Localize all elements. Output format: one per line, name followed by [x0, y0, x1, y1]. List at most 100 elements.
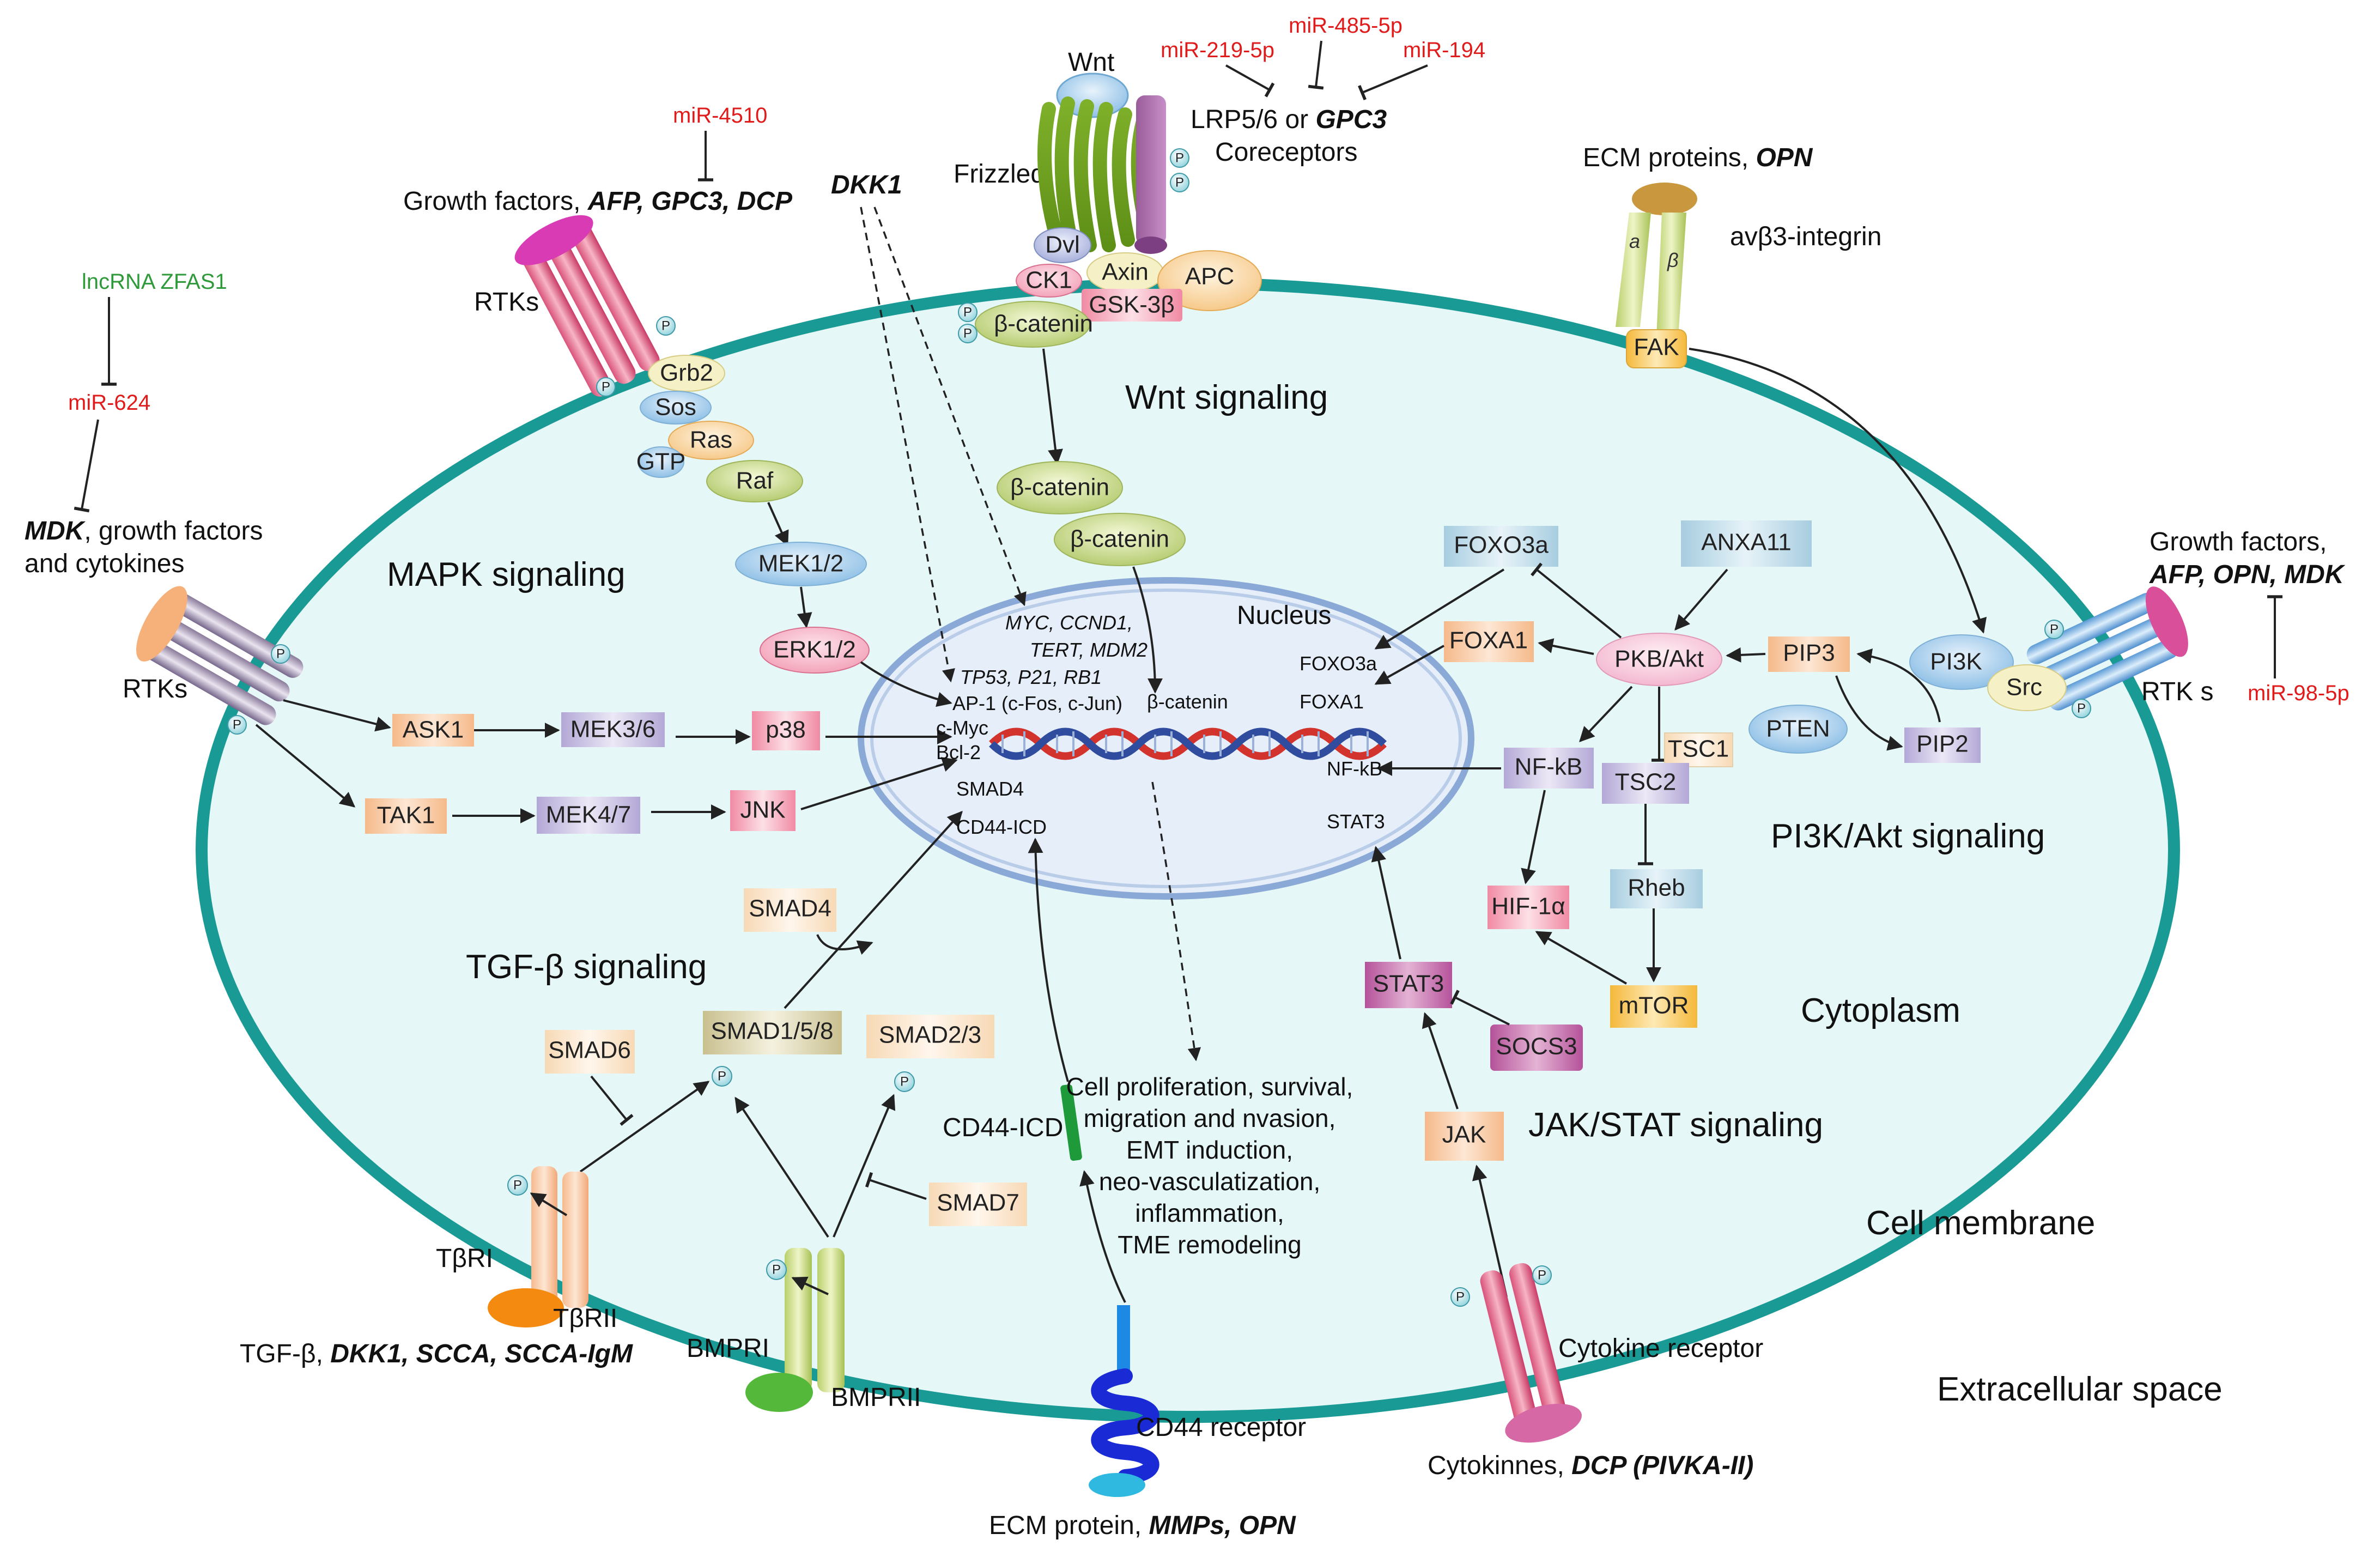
phospho-rtk-left-1 [271, 644, 290, 664]
pip2-to-pip3-arrow [1856, 648, 1941, 723]
cd44-icd-fragment [1060, 1084, 1082, 1161]
smad7-inhibition [865, 1172, 927, 1200]
smad158-box [703, 1011, 842, 1054]
outcome-line: Cell proliferation, survival, [1066, 1072, 1353, 1101]
tgfb-pathway-title: TGF-β signaling [466, 948, 707, 986]
mek47-label: MEK4/7 [546, 802, 632, 828]
cd44-receptor-coil [1091, 1368, 1159, 1484]
mir219-inhibition [1225, 64, 1275, 98]
rtks-top-label: RTKs [474, 288, 539, 317]
pten-label: PTEN [1766, 716, 1830, 742]
rtk-to-tak1-arrow [255, 724, 356, 808]
smad23-box [866, 1015, 994, 1058]
grb2-label: Grb2 [660, 360, 713, 386]
frizzled-receptor [1037, 96, 1154, 252]
raf-node [706, 460, 803, 502]
anxa11-label: ANXA11 [1701, 529, 1792, 556]
phospho-rtk-right-2 [2072, 699, 2091, 718]
tsc2-label: TSC2 [1615, 769, 1676, 796]
mirna-98-label: miR-98-5p [2248, 681, 2349, 705]
wnt-ligand-label: Wnt [1068, 48, 1114, 77]
nuc-targets-line1: MYC, CCND1, [1005, 611, 1133, 634]
erk12-label: ERK1/2 [773, 636, 856, 663]
akt-to-nfkb-arrow [1579, 686, 1633, 743]
mek36-box [561, 712, 665, 747]
ck1-label: CK1 [1025, 267, 1072, 294]
dkk1-top-label: DKK1 [831, 171, 902, 199]
integrin-label: avβ3-integrin [1730, 222, 1881, 251]
jak-pathway-title: JAK/STAT signaling [1528, 1106, 1823, 1144]
tbr-to-smad158-arrow [579, 1081, 710, 1173]
afp-opn-mdk-label: AFP, OPN, MDK [2149, 560, 2346, 589]
bcatenin-cyto-node [975, 301, 1090, 348]
gtp-node [638, 446, 684, 478]
phospho-cytokine-2-label: P [1538, 1268, 1546, 1282]
ask1-label: ASK1 [403, 717, 464, 743]
cytoplasm-label: Cytoplasm [1801, 992, 1960, 1029]
smad4-label: SMAD4 [749, 895, 831, 922]
rtk-receptor-left [136, 586, 303, 725]
phospho-smad23-label: P [900, 1074, 909, 1089]
p38-label: p38 [766, 717, 805, 743]
mek47-box [537, 797, 640, 834]
lrp-coreceptor [1136, 95, 1166, 245]
lrp-gpc3-label: LRP5/6 or GPC3 [1191, 105, 1387, 134]
tgfb-ligand-label: TGF-β, DKK1, SCCA, SCCA-IgM [240, 1339, 633, 1368]
phospho-bcat-1-label: P [963, 305, 972, 319]
mirna-4510-label: miR-4510 [673, 104, 767, 128]
jak-to-stat3-arrow [1422, 1012, 1459, 1110]
nucleus [858, 577, 1474, 900]
ask1-box [392, 714, 474, 747]
nuc-foxo3a: FOXO3a [1300, 652, 1377, 675]
tsc1-box [1664, 732, 1733, 767]
phospho-tbr [507, 1175, 528, 1196]
raf-label: Raf [736, 468, 774, 494]
fak-to-pi3k-arrow [1689, 348, 1987, 634]
bmpr-internal-arrow [791, 1276, 829, 1295]
pi3k-pathway-title: PI3K/Akt signaling [1771, 817, 2045, 855]
ecm-opn-label: ECM proteins, OPN [1583, 143, 1813, 172]
hif1a-label: HIF-1α [1491, 893, 1565, 920]
mek-to-erk-arrow [797, 586, 812, 628]
lrp-coreceptor-cap [1134, 237, 1167, 254]
smad7-label: SMAD7 [937, 1190, 1019, 1216]
phospho-rtk-top-1-label: P [661, 318, 670, 333]
foxa1-box [1444, 621, 1534, 662]
smad6-box [545, 1030, 635, 1074]
hif1a-box [1487, 886, 1569, 929]
tgfb-receptor [488, 1166, 588, 1327]
tak1-box [365, 798, 447, 834]
p38-box [752, 711, 820, 750]
cd44-receptor-label: CD44 receptor [1136, 1413, 1306, 1442]
tbr-internal-arrow [530, 1192, 568, 1216]
pten-node [1748, 705, 1848, 754]
bmpr1-label: BMPRI [687, 1334, 769, 1363]
mtor-box [1610, 985, 1697, 1028]
mir624-inhibition [74, 419, 99, 513]
nucleus-label: Nucleus [1237, 601, 1331, 630]
dvl-label: Dvl [1045, 232, 1080, 258]
src-label: Src [2006, 674, 2042, 701]
phospho-rtk-top-2 [596, 377, 616, 397]
akt-to-foxo3a-arrow [1531, 562, 1622, 639]
nuc-foxa1: FOXA1 [1300, 690, 1364, 713]
pip2-label: PIP2 [1916, 731, 1968, 757]
and-cytokines-label: and cytokines [25, 549, 185, 578]
mapk-pathway-title: MAPK signaling [387, 556, 626, 593]
tsc2-box [1602, 763, 1689, 804]
phospho-rtk-right-1 [2044, 620, 2064, 639]
raf-to-mek-arrow [767, 502, 789, 547]
outcome-line: EMT induction, [1126, 1136, 1293, 1164]
phospho-smad158 [712, 1066, 732, 1087]
apc-label: APC [1185, 263, 1234, 290]
dkk1-to-nucleus-dashed-1 [860, 207, 955, 683]
rtks-left-label: RTKs [123, 675, 187, 704]
phospho-cytokine-1 [1450, 1287, 1470, 1307]
mir485-inhibition [1308, 40, 1324, 90]
bcatenin-cyto-label: β-catenin [994, 311, 1093, 337]
integrin-beta-label: β [1667, 249, 1679, 271]
coreceptors-label: Coreceptors [1215, 138, 1357, 167]
nuc-smad4: SMAD4 [956, 778, 1024, 800]
ras-label: Ras [690, 427, 732, 453]
growth-factors-top-label: Growth factors, AFP, GPC3, DCP [403, 187, 793, 216]
